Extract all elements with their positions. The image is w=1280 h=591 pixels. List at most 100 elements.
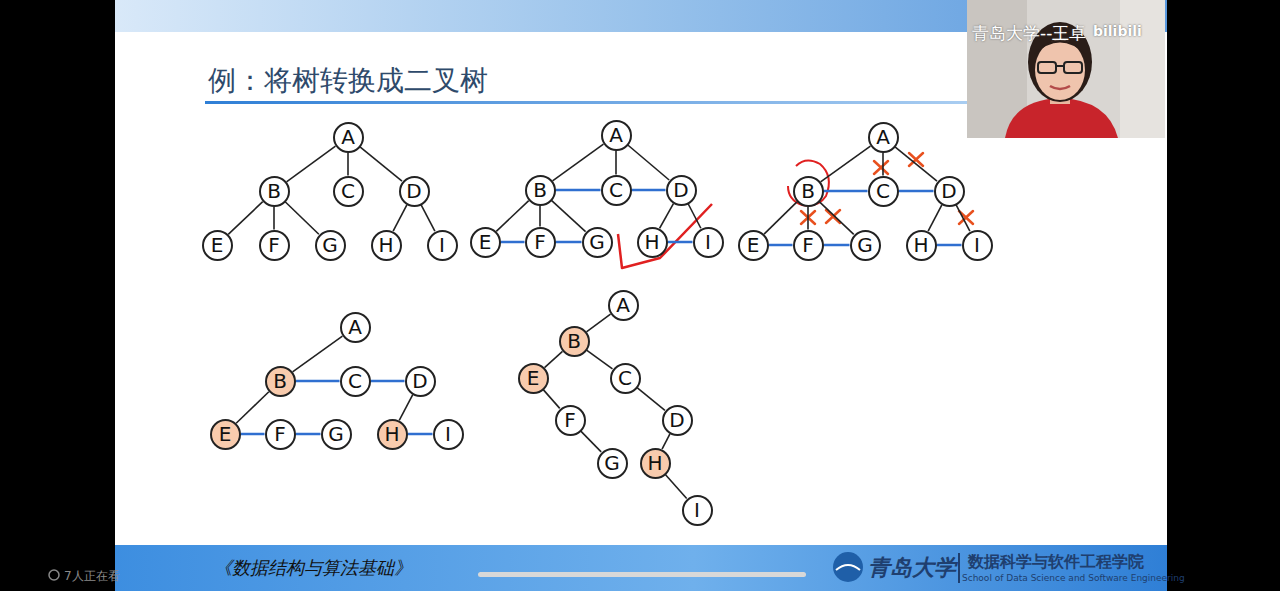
tree-node-circle: H [637,227,668,258]
tree-node-circle: F [265,419,296,450]
tree-node-circle: A [333,122,364,153]
tree-node-circle: E [470,227,501,258]
tree-edge [228,202,262,235]
sibling-link [824,244,850,247]
node-letter: A [609,125,623,145]
node-letter: H [913,235,928,255]
tree-edge [586,314,610,332]
tree-node-circle: I [962,230,993,261]
tree-edge [956,205,970,231]
tree-node-circle: A [340,312,371,343]
node-letter: B [533,180,547,200]
tree-edge [819,202,853,235]
node-letter: C [618,368,632,388]
tree-edge [496,201,528,232]
sibling-link [899,190,934,193]
tree-edge [553,144,604,181]
node-letter: H [378,235,393,255]
node-letter: H [644,232,659,252]
tree-edge [665,475,686,499]
tree-node-circle: H [371,230,402,261]
tree-node-circle: C [601,175,632,206]
node-letter: F [274,424,286,444]
university-name: 青岛大学 [868,553,956,583]
watermark: 青岛大学--王卓 [972,22,1086,45]
node-letter: A [876,127,890,147]
tree-edge [807,207,809,230]
tree-node-circle: D [399,176,430,207]
tree-node-circle: B [559,326,590,357]
school-name: 数据科学与软件工程学院 [968,552,1144,573]
tree-node-circle: E [202,230,233,261]
node-letter: E [219,424,232,444]
node-letter: D [673,180,688,200]
tree-edge [545,351,563,367]
tree-node-circle: A [868,122,899,153]
tree-node-circle: F [793,230,824,261]
tree-node-circle: C [333,176,364,207]
school-name-en: School of Data Science and Software Engi… [962,573,1185,583]
tree-edge [688,204,701,228]
node-letter: B [801,181,815,201]
tree-node-circle: E [210,419,241,450]
tree-node-circle: I [682,495,713,526]
node-letter: F [268,235,280,255]
tree-node-circle: I [433,419,464,450]
node-letter: G [604,453,620,473]
sibling-link [824,190,868,193]
tree-node-circle: B [793,176,824,207]
node-letter: F [802,235,814,255]
tree-node-circle: B [525,175,556,206]
sibling-link [241,433,265,436]
tree-node-circle: H [906,230,937,261]
tree-edge [587,350,613,369]
node-letter: C [876,181,890,201]
node-letter: B [267,181,281,201]
tree-node-circle: H [377,419,408,450]
node-letter: G [857,235,873,255]
sibling-link [556,241,582,244]
viewer-count: 7人正在看 [64,568,120,585]
node-letter: E [479,232,492,252]
tree-node-circle: I [427,230,458,261]
node-letter: C [609,180,623,200]
node-letter: D [669,410,684,430]
tree-node-circle: D [934,176,965,207]
sibling-link [556,189,601,192]
tree-edge [399,395,413,421]
tree-edge [821,146,871,182]
node-letter: F [534,232,546,252]
tree-edge [273,207,275,230]
node-letter: E [747,235,760,255]
node-letter: D [412,371,427,391]
sibling-link [371,380,405,383]
tree-edge [551,200,585,231]
node-letter: G [589,232,605,252]
course-name: 《数据结构与算法基础》 [214,556,412,580]
tree-node-circle: D [666,175,697,206]
node-letter: A [616,295,630,315]
tree-node-circle: E [518,363,549,394]
node-letter: I [974,235,980,255]
sibling-link [296,380,340,383]
node-letter: H [647,453,662,473]
tree-node-circle: G [597,448,628,479]
node-letter: D [941,181,956,201]
sibling-link [408,433,433,436]
tree-edge [421,205,435,231]
tree-node-circle: F [259,230,290,261]
tree-edge [539,206,541,227]
sibling-link [769,244,793,247]
tree-edge [581,431,601,452]
sibling-link [296,433,321,436]
tree-edge [637,388,665,411]
tree-node-circle: D [405,366,436,397]
tree-edge [882,153,884,176]
tree-node-circle: F [525,227,556,258]
node-letter: E [211,235,224,255]
watermark-logo: bilibili [1093,23,1142,39]
sibling-link [668,241,693,244]
tree-edge [660,204,674,229]
tree-node-circle: G [582,227,613,258]
tree-node-circle: B [265,366,296,397]
